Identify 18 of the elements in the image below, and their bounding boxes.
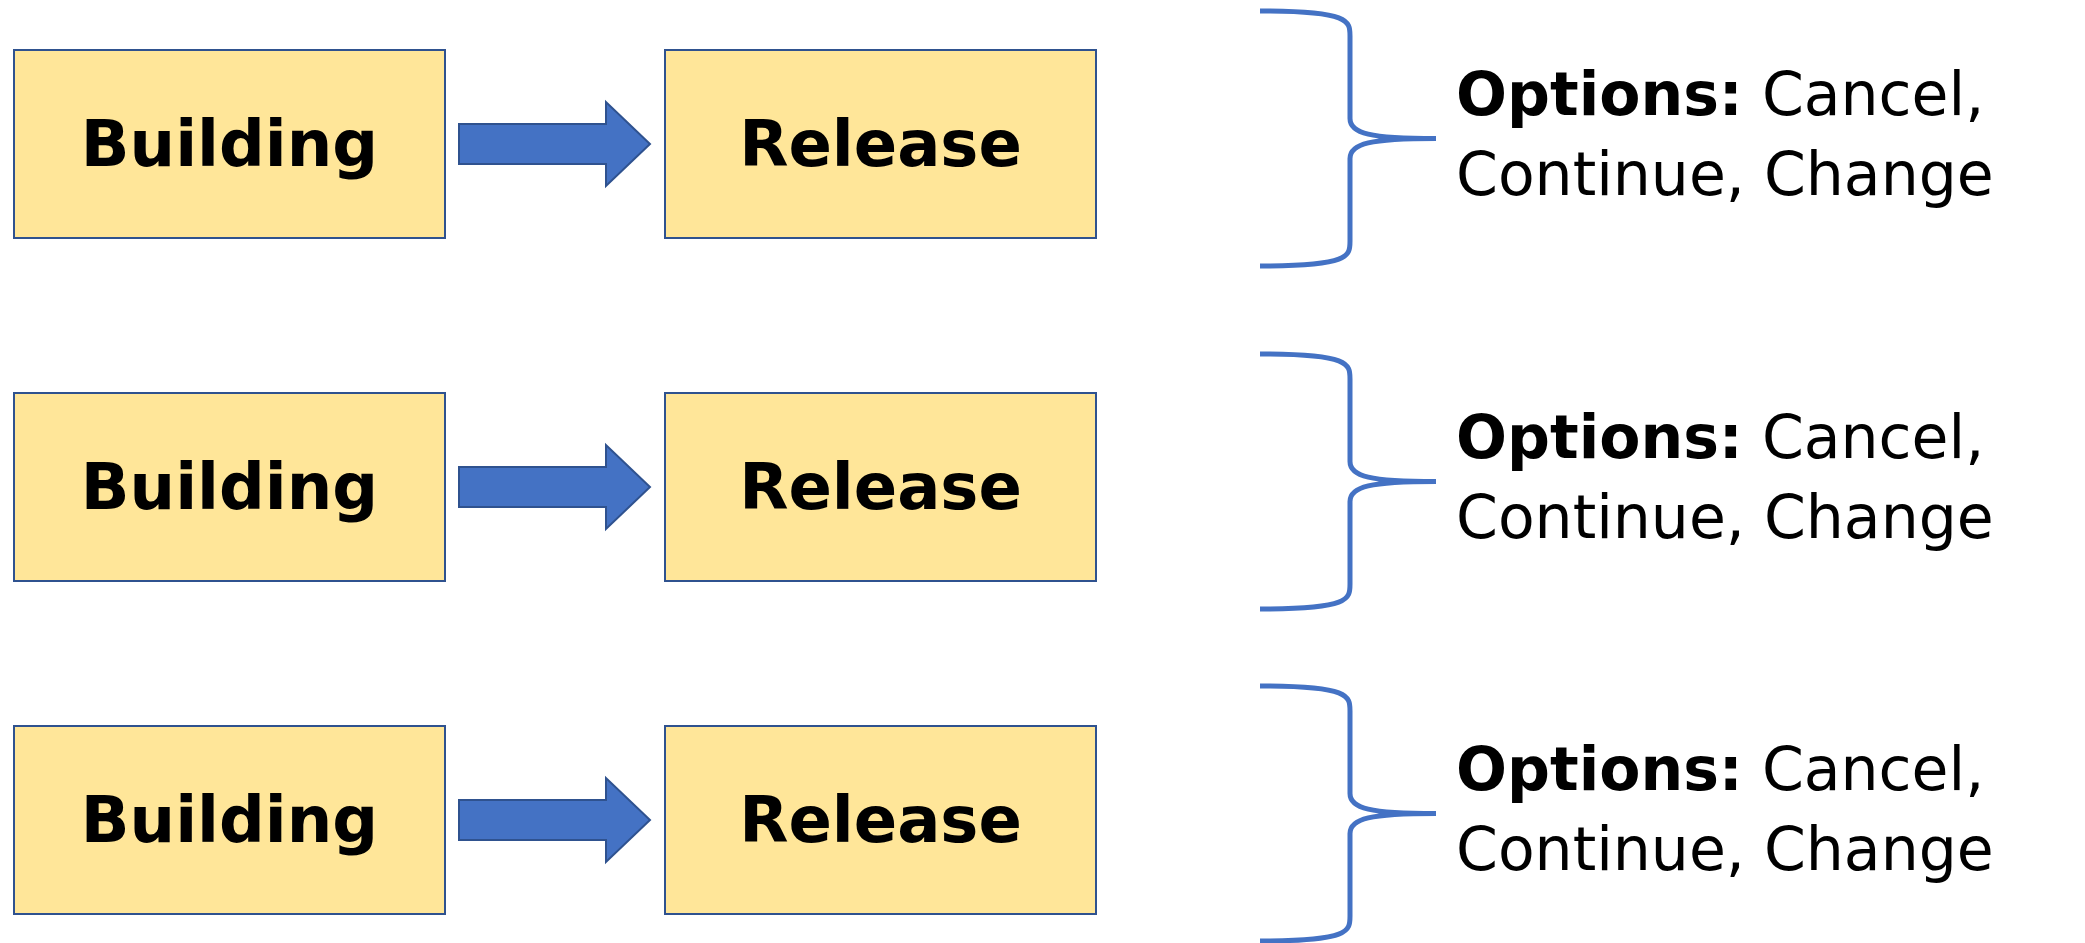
process-box — [664, 725, 1097, 915]
process-box — [664, 49, 1097, 239]
block-arrow — [458, 775, 652, 865]
box-label: Release — [739, 107, 1022, 181]
box-label: Release — [739, 450, 1022, 524]
options-note: Options: Cancel, Continue, Change — [1456, 57, 1995, 211]
block-arrow — [458, 442, 652, 532]
box-label: Building — [80, 450, 379, 524]
box-label: Building — [80, 107, 379, 181]
process-box — [664, 392, 1097, 582]
block-arrow — [458, 99, 652, 189]
process-box — [13, 49, 446, 239]
box-label: Release — [739, 783, 1022, 857]
process-box — [13, 725, 446, 915]
options-note: Options: Cancel, Continue, Change — [1456, 732, 1995, 886]
process-box — [13, 392, 446, 582]
options-note: Options: Cancel, Continue, Change — [1456, 400, 1995, 554]
box-label: Building — [80, 783, 379, 857]
